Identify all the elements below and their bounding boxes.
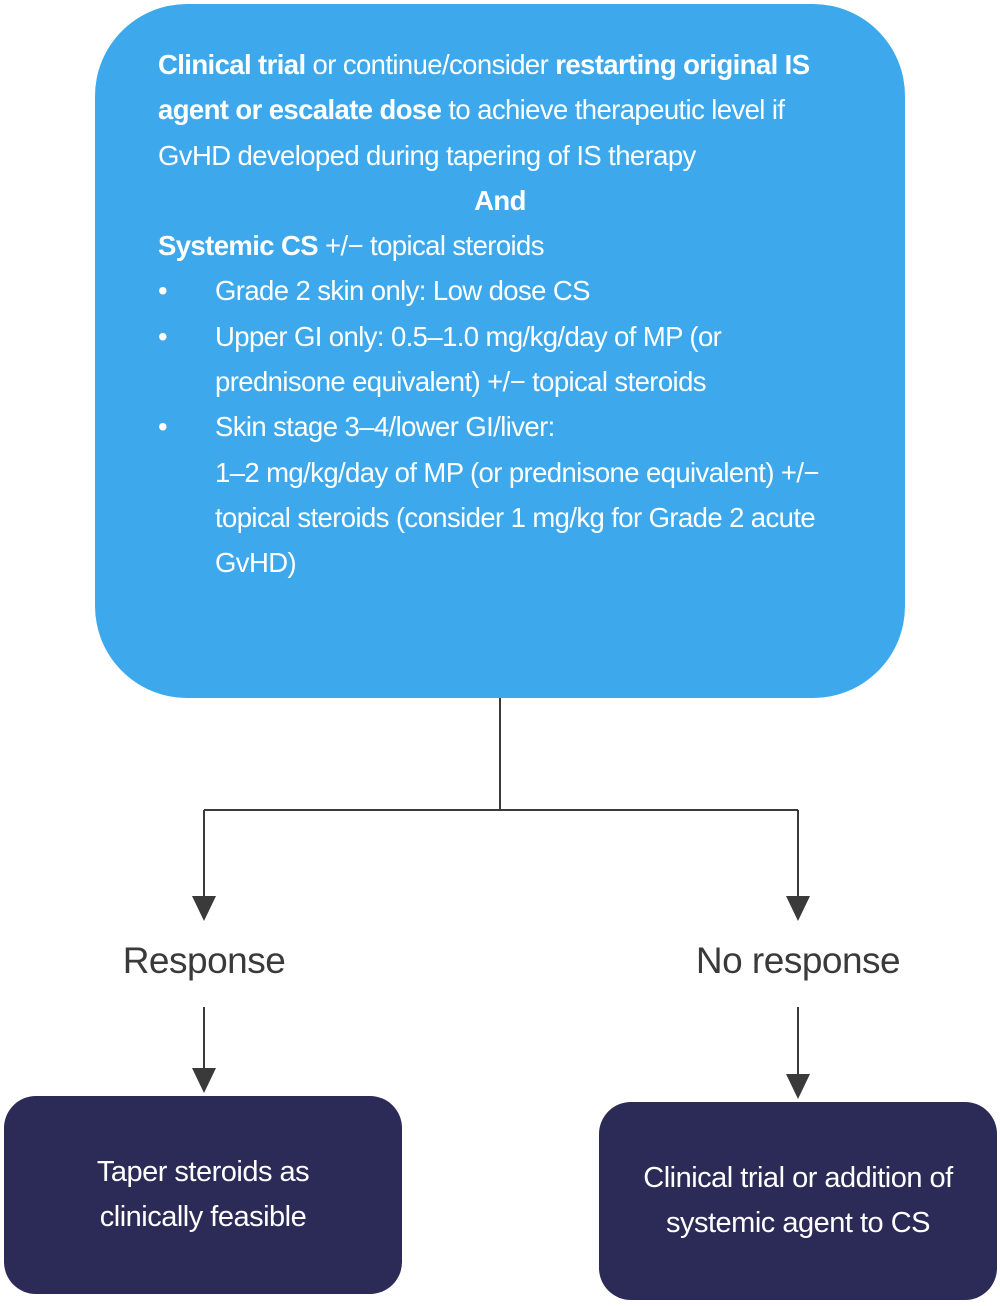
clinical-trial-box: Clinical trial or addition of systemic a… [599, 1102, 997, 1300]
arrow-down-icon [786, 896, 810, 921]
arrow-down-icon [192, 1068, 216, 1093]
and-conjunction: And [474, 184, 526, 216]
treatment-box: Clinical trial or continue/consider rest… [95, 4, 905, 698]
intro-text-2: to achieve therapeutic level if GvHD dev… [158, 94, 785, 171]
bullet-item: • Skin stage 3–4/lower GI/liver: 1–2 mg/… [158, 404, 855, 585]
bullet-text: Upper GI only: 0.5–1.0 mg/kg/day of MP (… [215, 320, 722, 398]
no-response-label: No response [695, 940, 901, 981]
topical-steroids-text: +/− topical steroids [318, 230, 544, 262]
taper-steroids-text: Taper steroids as clinically feasible [96, 1156, 310, 1233]
clinical-trial-outcome-text: Clinical trial or addition of systemic a… [643, 1162, 953, 1239]
systemic-cs-line: Systemic CS +/− topical steroids [158, 223, 905, 268]
bullet-text: Grade 2 skin only: Low dose CS [215, 275, 590, 307]
bullet-text-continued: 1–2 mg/kg/day of MP (or prednisone equiv… [215, 456, 820, 579]
bullet-icon: • [158, 411, 168, 443]
taper-steroids-box: Taper steroids as clinically feasible [4, 1096, 402, 1294]
systemic-cs-text: Systemic CS [158, 230, 319, 262]
arrow-down-icon [192, 896, 216, 921]
response-label: Response [122, 940, 286, 981]
bullet-text: Skin stage 3–4/lower GI/liver: [215, 411, 555, 443]
bullet-item: • Upper GI only: 0.5–1.0 mg/kg/day of MP… [158, 314, 835, 405]
intro-text-1: or continue/consider [305, 49, 556, 80]
arrow-down-icon [786, 1074, 810, 1099]
treatment-intro: Clinical trial or continue/consider rest… [158, 42, 848, 178]
restart-agent-text: restarting original IS agent or escalate… [158, 49, 810, 126]
bullet-item: • Grade 2 skin only: Low dose CS [158, 268, 855, 313]
bullet-icon: • [158, 320, 168, 352]
clinical-trial-text: Clinical trial [158, 49, 306, 80]
bullet-icon: • [158, 275, 168, 307]
